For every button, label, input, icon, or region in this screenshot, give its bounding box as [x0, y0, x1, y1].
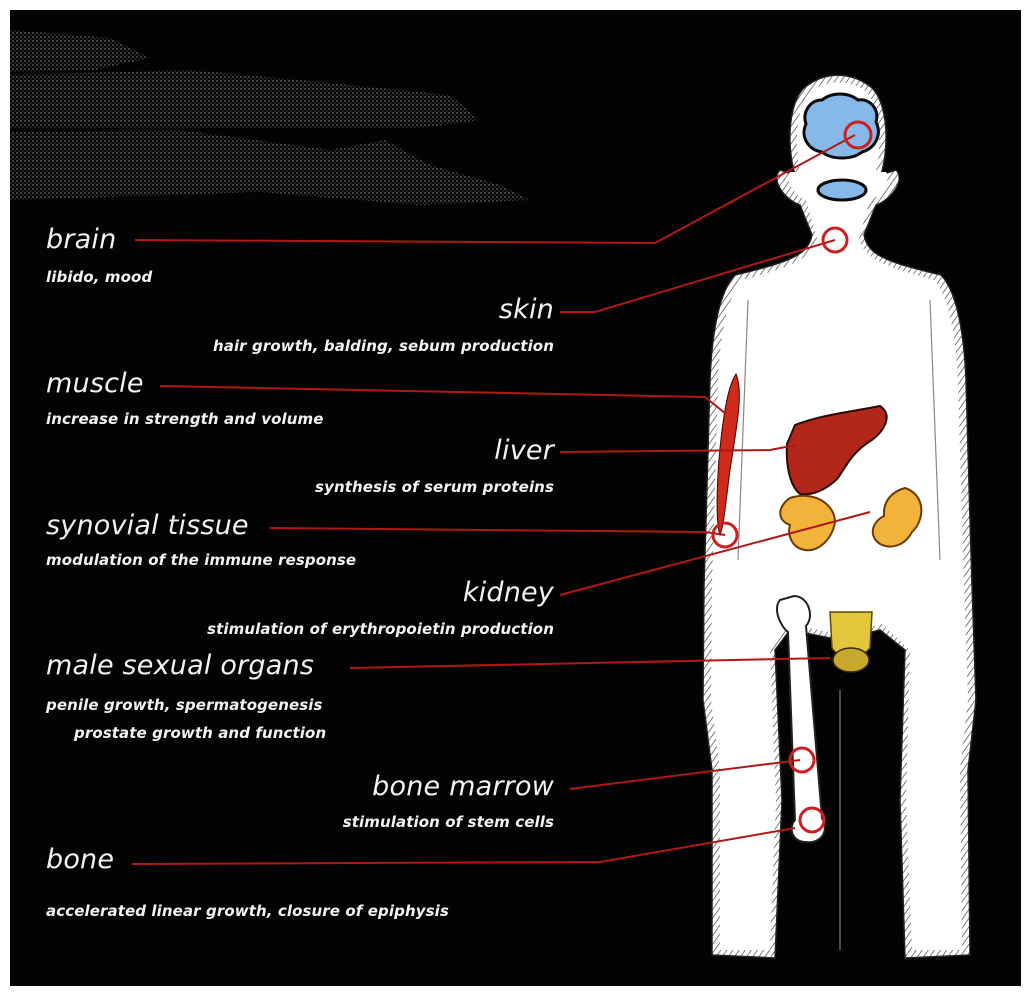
label-bone-desc: accelerated linear growth, closure of ep… — [46, 902, 449, 920]
label-liver-title: liver — [494, 435, 554, 466]
label-brain-title: brain — [46, 224, 116, 255]
body-figure — [10, 10, 1021, 986]
male-organs — [830, 612, 872, 672]
label-male-desc-2: prostate growth and function — [74, 724, 326, 742]
label-synovial-desc: modulation of the immune response — [46, 551, 356, 569]
label-marrow-title: bone marrow — [372, 771, 554, 802]
label-liver-desc: synthesis of serum proteins — [315, 478, 554, 496]
label-male-title: male sexual organs — [46, 650, 314, 681]
label-kidney-title: kidney — [463, 577, 554, 608]
label-bone-title: bone — [46, 844, 114, 875]
label-synovial-title: synovial tissue — [46, 510, 249, 541]
leader-synovial — [270, 528, 725, 535]
body-silhouette — [711, 83, 968, 951]
label-marrow-desc: stimulation of stem cells — [343, 813, 554, 831]
decorative-texture — [10, 30, 530, 205]
label-muscle-title: muscle — [46, 368, 144, 399]
label-kidney-desc: stimulation of erythropoietin production — [207, 620, 554, 638]
label-skin-title: skin — [499, 294, 554, 325]
diagram-frame: brain libido, mood skin hair growth, bal… — [10, 10, 1021, 986]
label-male-desc-1: penile growth, spermatogenesis — [46, 696, 323, 714]
label-muscle-desc: increase in strength and volume — [46, 410, 324, 428]
label-brain-desc: libido, mood — [46, 268, 152, 286]
leader-bone — [132, 828, 795, 864]
label-skin-desc: hair growth, balding, sebum production — [213, 337, 554, 355]
